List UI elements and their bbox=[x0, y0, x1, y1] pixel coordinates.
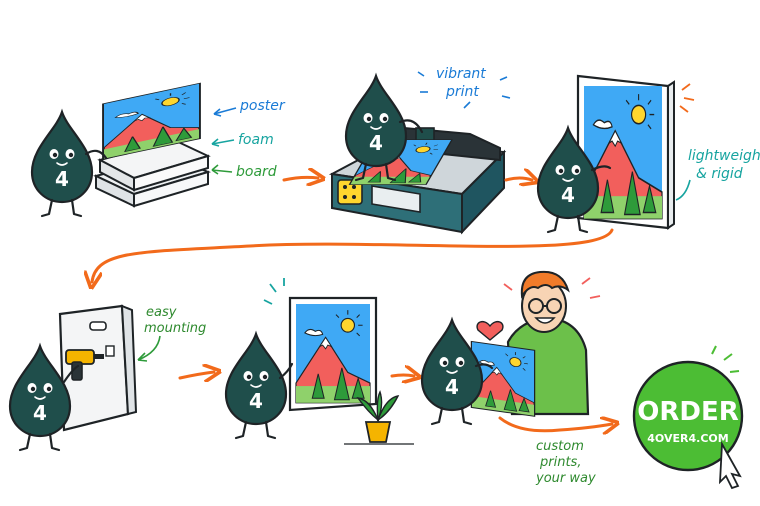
mascot-number: 4 bbox=[33, 401, 47, 425]
poster-layer bbox=[102, 82, 201, 160]
label-foam: foam bbox=[238, 132, 274, 148]
mascot-step-5: 4 bbox=[224, 332, 294, 440]
step-3-finished-board: 4 lightweight & rigid bbox=[536, 74, 760, 234]
mascot-step-6: 4 bbox=[420, 318, 494, 426]
mascot-number: 4 bbox=[249, 389, 263, 413]
board-stack bbox=[93, 138, 211, 208]
mascot-step-3: 4 bbox=[536, 126, 612, 234]
sparkles-step-6 bbox=[503, 277, 601, 299]
flow-arrow-4 bbox=[178, 372, 214, 378]
sparkles-cta bbox=[711, 345, 740, 373]
sparkles-step-5 bbox=[263, 278, 285, 305]
step-4-mounting: 4 easy mounting bbox=[8, 304, 206, 452]
label-custom: custom bbox=[536, 439, 584, 454]
order-button[interactable]: ORDER 4OVER4.COM bbox=[632, 360, 744, 472]
flow-arrow-1 bbox=[282, 177, 318, 180]
flow-arrow-3 bbox=[92, 228, 614, 282]
label-arrows-step-1 bbox=[211, 107, 237, 175]
plant-icon bbox=[344, 390, 414, 445]
step-1-layers: 4 poster foam board bbox=[30, 82, 286, 218]
label-print: print bbox=[445, 84, 479, 100]
step-5-wall-art: 4 bbox=[224, 278, 414, 445]
sparkles-step-2 bbox=[417, 71, 511, 109]
mascot-number: 4 bbox=[369, 131, 383, 155]
cursor-icon bbox=[718, 440, 742, 490]
mascot-step-4: 4 bbox=[8, 344, 80, 452]
label-poster: poster bbox=[239, 98, 286, 114]
drill-icon bbox=[65, 349, 104, 381]
sparkles-step-3 bbox=[679, 83, 695, 113]
order-label: ORDER bbox=[637, 397, 739, 427]
flow-arrow-6 bbox=[498, 418, 612, 431]
label-rigid: & rigid bbox=[696, 166, 743, 182]
mascot-step-1: 4 bbox=[30, 110, 108, 218]
step-6-customer: 4 bbox=[420, 270, 601, 426]
step-2-printer: 4 vibrant print bbox=[328, 66, 511, 235]
label-lightweight: lightweight bbox=[688, 148, 760, 164]
mascot-number: 4 bbox=[55, 167, 69, 191]
label-your-way: your way bbox=[535, 471, 596, 486]
mascot-step-2: 4 bbox=[344, 74, 424, 182]
label-prints: prints, bbox=[539, 455, 581, 470]
mascot-number: 4 bbox=[561, 183, 575, 207]
wall-art bbox=[288, 296, 378, 412]
mascot-number: 4 bbox=[445, 375, 459, 399]
label-vibrant: vibrant bbox=[436, 66, 486, 82]
flow-arrow-2 bbox=[504, 178, 532, 180]
flow-arrow-5 bbox=[390, 375, 414, 376]
heart-icon bbox=[476, 320, 504, 341]
order-site: 4OVER4.COM bbox=[647, 432, 728, 445]
label-easy: easy bbox=[146, 305, 177, 320]
label-board: board bbox=[236, 164, 277, 180]
label-mounting: mounting bbox=[144, 321, 206, 336]
